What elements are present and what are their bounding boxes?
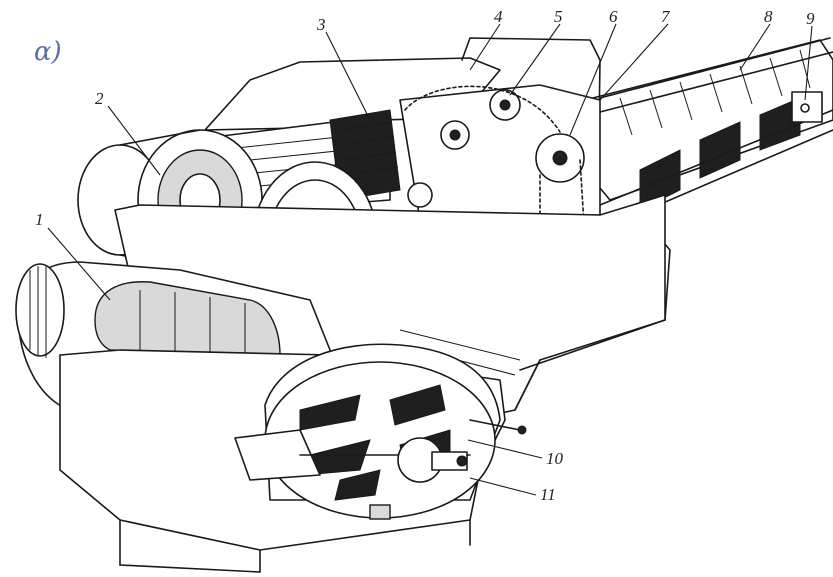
part-label-2: 2	[95, 89, 104, 108]
leader-lines	[47, 23, 813, 496]
part-label-4: 4	[494, 7, 503, 26]
part-label-9: 9	[806, 9, 815, 28]
part-label-11: 11	[540, 485, 556, 504]
gear-housing	[399, 37, 601, 301]
beater-chamber	[59, 343, 527, 573]
feed-conveyor	[584, 37, 833, 231]
part-label-10: 10	[546, 449, 564, 468]
part-label-7: 7	[661, 7, 671, 26]
part-label-5: 5	[554, 7, 563, 26]
part-label-1: 1	[35, 210, 44, 229]
panel-label: α)	[34, 37, 62, 67]
part-label-3: 3	[316, 15, 326, 34]
part-label-6: 6	[609, 7, 618, 26]
part-label-8: 8	[764, 7, 773, 26]
